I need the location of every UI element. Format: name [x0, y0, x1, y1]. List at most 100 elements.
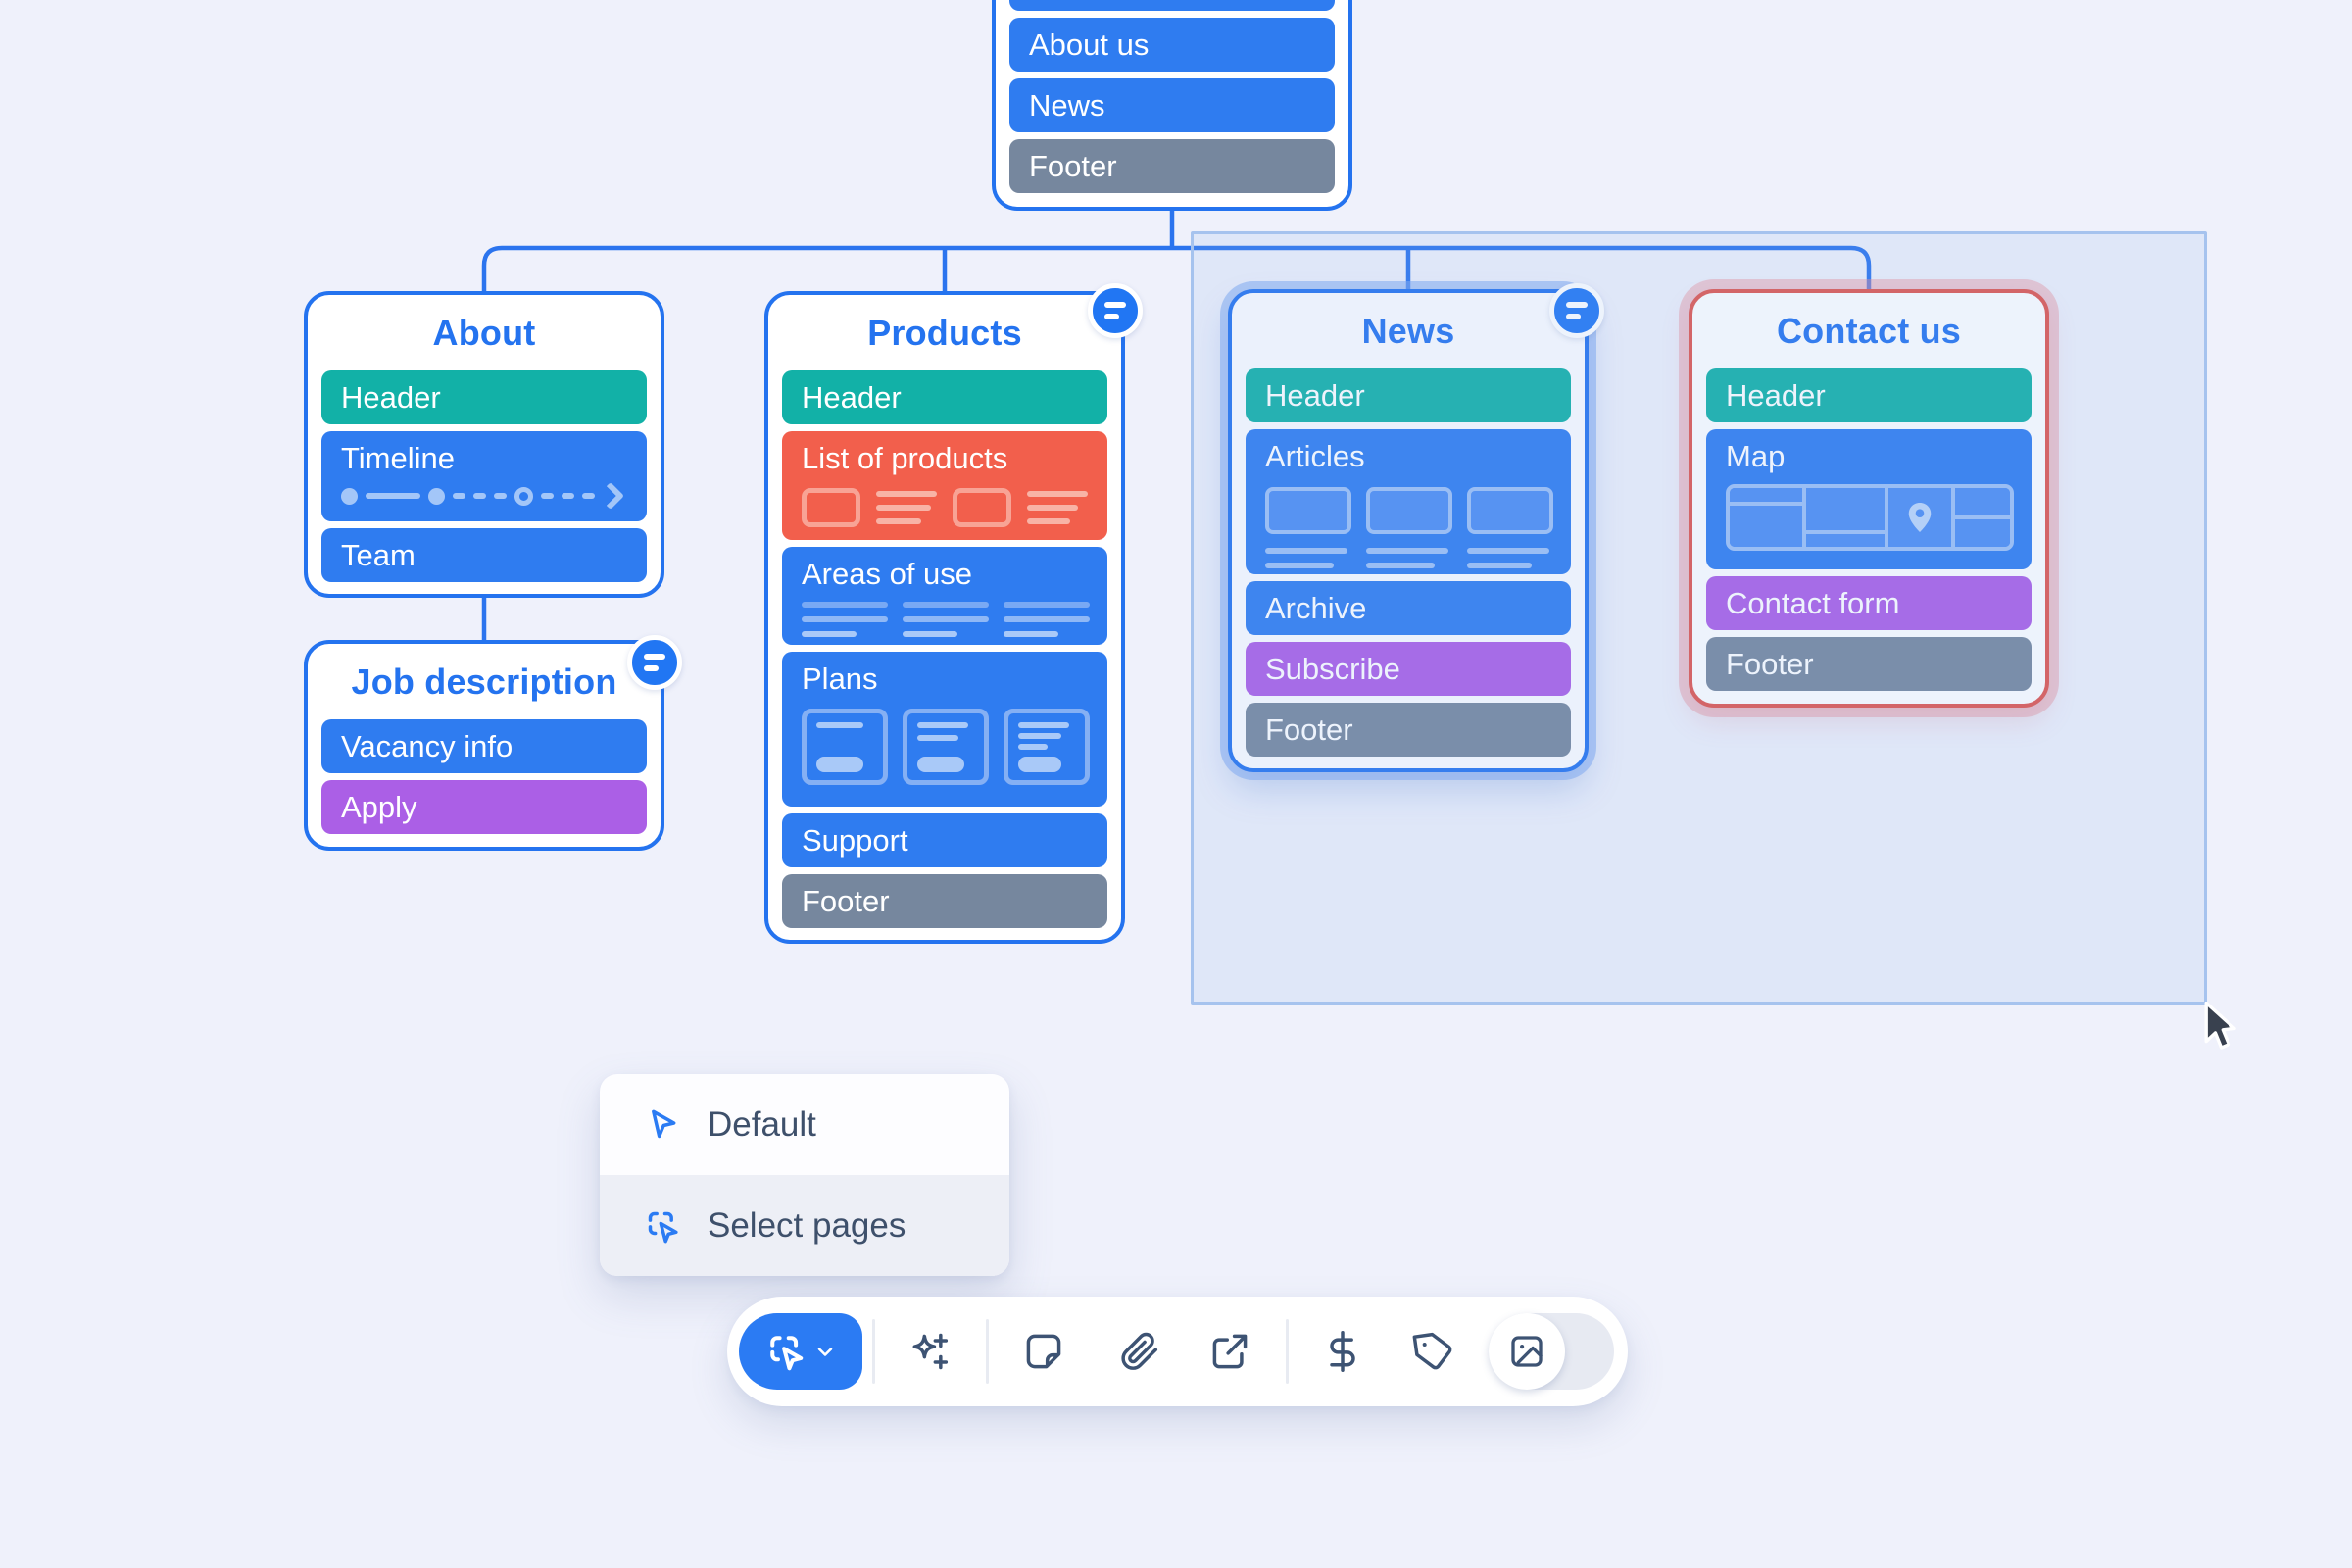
note-icon [1026, 1334, 1061, 1369]
page-title: Contact us [1776, 310, 1961, 351]
attachment-button[interactable] [1117, 1330, 1160, 1373]
section-label: Header [1265, 378, 1365, 413]
timeline-graphic [341, 481, 629, 511]
section-label: Apply [341, 790, 417, 824]
page-section[interactable]: Subscribe [1246, 642, 1571, 696]
note-button[interactable] [1022, 1330, 1065, 1373]
select-cursor-icon [770, 1336, 804, 1371]
paperclip-icon [1121, 1332, 1158, 1370]
tool-dropdown-menu: Default Select pages [600, 1074, 1009, 1276]
map-pin-icon [1908, 503, 1932, 532]
section-label: Footer [1726, 647, 1814, 681]
menu-item-select-pages[interactable]: Select pages [600, 1175, 1009, 1276]
section-label: Team [341, 538, 416, 572]
bottom-toolbar [727, 1297, 1628, 1406]
section-label: Support [802, 823, 908, 858]
mouse-cursor [2204, 1002, 2236, 1050]
page-menu-badge[interactable] [627, 635, 682, 690]
page-section[interactable]: Team [321, 528, 647, 582]
articles-graphic [1265, 487, 1553, 568]
menu-item-label: Select pages [708, 1205, 906, 1245]
section-label: Header [341, 380, 441, 415]
page-card-news[interactable]: News Header Articles Archive Subscribe F… [1228, 283, 1604, 772]
toolbar-separator [986, 1319, 989, 1384]
menu-item-default[interactable]: Default [600, 1074, 1009, 1175]
ai-sparkles-button[interactable] [906, 1330, 950, 1373]
page-title: Job description [351, 661, 617, 702]
tag-icon [1412, 1332, 1452, 1370]
page-section[interactable]: Header [1246, 368, 1571, 422]
toolbar-separator [1286, 1319, 1289, 1384]
page-section[interactable]: List of products [782, 431, 1107, 540]
page-section[interactable]: Header [782, 370, 1107, 424]
section-label: Vacancy info [341, 729, 514, 763]
section-label: Footer [1265, 712, 1353, 747]
map-graphic [1726, 484, 2014, 551]
pricing-button[interactable] [1321, 1330, 1364, 1373]
page-section[interactable]: Header [321, 370, 647, 424]
page-section[interactable]: Areas of use [782, 547, 1107, 645]
page-section[interactable]: News [1009, 78, 1335, 132]
areas-of-use-graphic [802, 602, 1090, 637]
section-label: Subscribe [1265, 652, 1400, 686]
section-label: Header [1726, 378, 1826, 413]
section-label: Plans [802, 662, 878, 696]
page-section[interactable]: Map [1706, 429, 2032, 569]
section-label: Archive [1265, 591, 1367, 625]
external-link-icon [1212, 1334, 1248, 1369]
page-card-products[interactable]: Products Header List of products Areas o… [764, 283, 1143, 944]
image-toggle[interactable] [1489, 1313, 1614, 1390]
page-section[interactable]: Footer [1009, 139, 1335, 193]
page-section[interactable]: Vacancy info [321, 719, 647, 773]
page-menu-badge[interactable] [1088, 283, 1143, 338]
page-card-contact-us[interactable]: Contact us Header Map Contact form [1689, 289, 2049, 708]
page-title: Products [867, 312, 1022, 353]
external-link-button[interactable] [1208, 1330, 1251, 1373]
page-section[interactable]: Header [1706, 368, 2032, 422]
page-title: About [432, 312, 536, 353]
page-title: News [1361, 310, 1455, 351]
page-section[interactable]: Timeline [321, 431, 647, 521]
section-label: News [1029, 88, 1105, 122]
page-section[interactable]: Contact form [1706, 576, 2032, 630]
page-card-home[interactable]: About us News Footer [992, 0, 1352, 211]
select-tool-button[interactable] [739, 1313, 862, 1390]
page-section[interactable]: Apply [321, 780, 647, 834]
toggle-knob [1489, 1313, 1565, 1390]
section-label: Timeline [341, 441, 455, 475]
section-label: List of products [802, 441, 1008, 475]
image-icon [1511, 1336, 1543, 1367]
page-section[interactable]: Footer [782, 874, 1107, 928]
section-label: Header [802, 380, 902, 415]
page-section[interactable]: Archive [1246, 581, 1571, 635]
cursor-icon [652, 1109, 676, 1138]
menu-item-label: Default [708, 1104, 816, 1144]
section-label: Areas of use [802, 557, 973, 591]
product-list-graphic [802, 488, 1090, 527]
page-card-about[interactable]: About Header Timeline Team [304, 291, 664, 598]
select-cursor-icon [648, 1211, 678, 1243]
page-card-job-description[interactable]: Job description Vacancy info Apply [304, 635, 682, 851]
tag-button[interactable] [1412, 1330, 1455, 1373]
dollar-icon [1330, 1331, 1355, 1372]
page-section[interactable] [1009, 0, 1335, 11]
section-label: About us [1029, 27, 1150, 62]
page-section[interactable]: Articles [1246, 429, 1571, 574]
toolbar-separator [872, 1319, 875, 1384]
page-section[interactable]: Footer [1706, 637, 2032, 691]
chevron-down-icon [817, 1348, 833, 1356]
section-label: Footer [1029, 149, 1117, 183]
selection-rectangle [1191, 231, 2207, 1004]
section-label: Contact form [1726, 586, 1900, 620]
page-section[interactable]: Footer [1246, 703, 1571, 757]
page-section[interactable]: About us [1009, 18, 1335, 72]
section-label: Footer [802, 884, 890, 918]
sparkles-icon [912, 1333, 949, 1370]
page-section[interactable]: Plans [782, 652, 1107, 807]
plans-graphic [802, 709, 1090, 785]
page-menu-badge[interactable] [1549, 283, 1604, 338]
section-label: Articles [1265, 439, 1365, 473]
page-section[interactable]: Support [782, 813, 1107, 867]
